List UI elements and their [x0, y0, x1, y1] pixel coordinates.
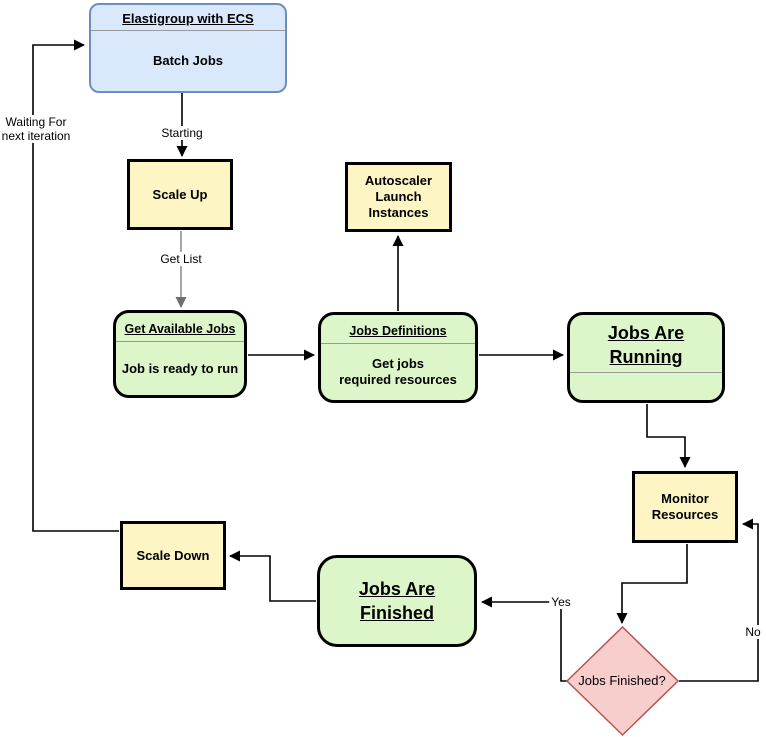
node-label: Scale Up — [152, 186, 208, 202]
node-jobs-are-finished: Jobs Are Finished — [317, 555, 477, 647]
divider — [91, 30, 285, 31]
node-label: Monitor Resources — [635, 474, 735, 540]
edge-label-no: No — [743, 625, 763, 639]
node-body: Batch Jobs — [152, 53, 224, 68]
edge-label-get-list: Get List — [158, 252, 204, 266]
node-monitor-resources: Monitor Resources — [632, 471, 738, 543]
node-jobs-definitions: Jobs Definitions Get jobs required resou… — [318, 312, 478, 403]
node-title-line: Running — [609, 347, 683, 367]
node-autoscaler-launch-instances: Autoscaler Launch Instances — [345, 162, 452, 232]
node-body-empty — [570, 373, 722, 400]
divider — [321, 343, 475, 344]
edge-finished-to-scaledown — [229, 550, 316, 602]
node-title-line: Finished — [359, 603, 434, 623]
edge-label-starting: Starting — [159, 126, 205, 140]
edge-label-line: next iteration — [1, 129, 71, 143]
edge-label-line: Waiting For — [5, 115, 67, 129]
node-elastigroup-batch-jobs: Elastigroup with ECS Batch Jobs — [89, 3, 287, 93]
node-body: Job is ready to run — [121, 360, 239, 376]
divider — [570, 372, 722, 373]
divider — [116, 341, 244, 342]
node-title: Jobs Definitions — [349, 323, 447, 338]
node-get-available-jobs: Get Available Jobs Job is ready to run — [113, 310, 247, 398]
node-label-line: Monitor — [661, 491, 709, 506]
node-label: Scale Down — [136, 547, 210, 563]
edge-monitor-to-decision — [616, 544, 688, 624]
node-body-line: Get jobs — [371, 356, 424, 371]
node-title: Jobs Are Finished — [320, 558, 474, 644]
node-jobs-are-running: Jobs Are Running — [567, 312, 725, 403]
node-scale-up: Scale Up — [127, 159, 233, 230]
edge-label-waiting-for-next-iteration: Waiting For next iteration — [0, 115, 73, 143]
edge-decision-yes — [481, 596, 567, 682]
node-body: Get jobs required resources — [321, 344, 475, 400]
edge-decision-no — [679, 518, 759, 682]
node-body-line: required resources — [339, 372, 457, 387]
edge-running-to-monitor — [646, 404, 691, 468]
node-label-line: Instances — [368, 205, 429, 220]
edge-label-yes: Yes — [549, 595, 573, 609]
decision-jobs-finished-label: Jobs Finished? — [578, 673, 666, 688]
node-title: Get Available Jobs — [124, 321, 236, 336]
node-label-line: Resources — [651, 507, 719, 522]
edge-scaledown-to-start — [32, 39, 119, 532]
decision-jobs-finished-shape — [565, 625, 680, 737]
node-label-line: Launch — [375, 189, 422, 204]
node-title: Elastigroup with ECS — [122, 11, 254, 26]
node-label-line: Autoscaler — [364, 173, 433, 188]
node-title: Jobs Are Running — [570, 315, 722, 372]
node-title-line: Jobs Are — [607, 323, 685, 343]
node-title-line: Jobs Are — [358, 579, 436, 599]
node-label: Autoscaler Launch Instances — [348, 165, 449, 229]
node-scale-down: Scale Down — [120, 521, 226, 590]
